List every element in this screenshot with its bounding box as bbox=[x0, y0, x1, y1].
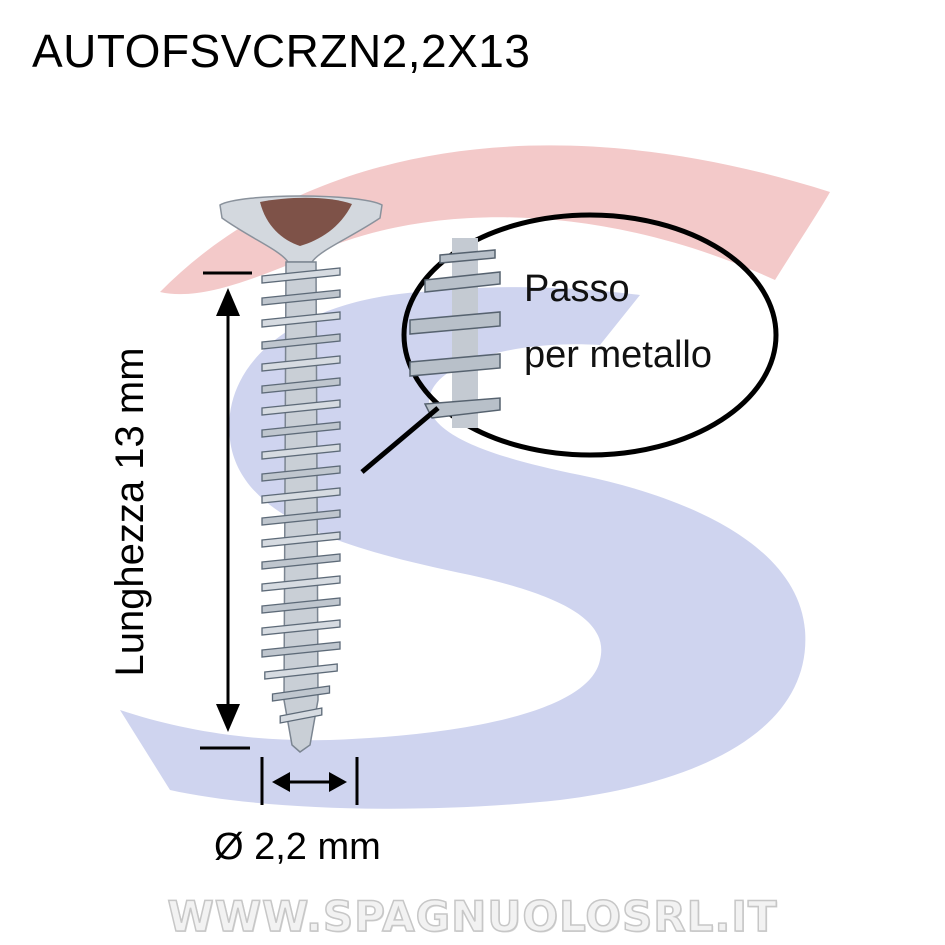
diameter-arrow-head-right bbox=[329, 772, 347, 792]
thread-ridge bbox=[261, 333, 341, 350]
thread-ridge bbox=[261, 531, 341, 548]
callout-ellipse bbox=[401, 212, 779, 458]
thread-ridge bbox=[261, 553, 341, 570]
thread-ridge bbox=[261, 399, 341, 416]
thread-ridge bbox=[261, 267, 341, 284]
callout-zoom-threads bbox=[409, 238, 501, 428]
thread-ridge bbox=[261, 509, 341, 526]
thread-ridge bbox=[261, 465, 341, 482]
website-watermark: WWW.SPAGNUOLOSRL.IT bbox=[167, 892, 778, 941]
thread-ridge bbox=[261, 377, 341, 394]
diameter-dimension bbox=[260, 757, 359, 805]
diameter-label: Ø 2,2 mm bbox=[214, 826, 381, 868]
length-arrow-head-top bbox=[216, 288, 240, 316]
thread-ridge bbox=[261, 487, 341, 504]
screw bbox=[219, 195, 383, 753]
length-arrow-head-bottom bbox=[216, 704, 240, 732]
diameter-arrow-head-left bbox=[272, 772, 290, 792]
thread-ridge bbox=[261, 619, 341, 636]
product-code-title: AUTOFSVCRZN2,2X13 bbox=[32, 25, 531, 77]
thread-ridge bbox=[261, 597, 341, 614]
callout-label-line2: per metallo bbox=[524, 334, 712, 376]
thread-ridge bbox=[261, 311, 341, 328]
thread-ridge bbox=[261, 355, 341, 372]
logo-red-swoosh bbox=[160, 145, 830, 295]
thread-ridge bbox=[261, 421, 341, 438]
callout-pointer-line bbox=[360, 406, 440, 474]
thread-callout bbox=[360, 212, 779, 474]
thread-ridge bbox=[279, 707, 323, 724]
thread-ridge bbox=[261, 575, 341, 592]
screw-head-recess bbox=[260, 197, 352, 246]
screw-shank bbox=[283, 261, 319, 753]
thread-ridge bbox=[261, 289, 341, 306]
screw-threads bbox=[261, 267, 341, 724]
thread-ridge bbox=[264, 663, 338, 680]
callout-label-line1: Passo bbox=[524, 268, 630, 310]
length-dimension bbox=[200, 271, 252, 750]
thread-ridge bbox=[261, 443, 341, 460]
thread-ridge bbox=[271, 685, 331, 702]
length-label: Lunghezza 13 mm bbox=[108, 347, 152, 677]
thread-ridge bbox=[261, 641, 341, 658]
